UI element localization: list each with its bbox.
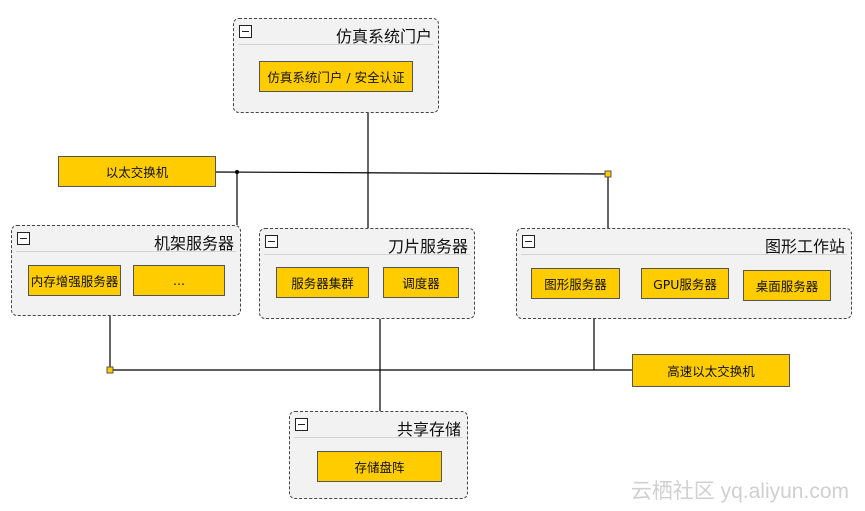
node-server-cluster[interactable]: 服务器集群 [276, 267, 369, 298]
group-header: 仿真系统门户 [238, 22, 434, 46]
highspeed-junction-square [106, 366, 114, 374]
group-title: 图形工作站 [764, 237, 845, 256]
minus-box-icon[interactable] [239, 25, 252, 38]
high-speed-ethernet-switch[interactable]: 高速以太交换机 [632, 354, 790, 387]
node-more[interactable]: ... [133, 265, 225, 296]
minus-box-icon[interactable] [265, 235, 278, 248]
group-title: 刀片服务器 [387, 237, 468, 256]
node-desktop-server[interactable]: 桌面服务器 [743, 270, 831, 301]
node-scheduler[interactable]: 调度器 [383, 267, 459, 298]
minus-box-icon[interactable] [17, 232, 30, 245]
group-header: 刀片服务器 [264, 232, 470, 256]
group-header: 机架服务器 [16, 229, 236, 253]
group-title: 共享存储 [396, 420, 461, 439]
node-portal-auth[interactable]: 仿真系统门户 / 安全认证 [259, 61, 413, 92]
group-title: 机架服务器 [153, 234, 234, 253]
node-gpu-server[interactable]: GPU服务器 [641, 268, 729, 299]
watermark-text: 云栖社区 yq.aliyun.com [630, 480, 849, 503]
ethernet-switch[interactable]: 以太交换机 [58, 156, 216, 187]
group-header: 图形工作站 [521, 232, 847, 256]
group-header: 共享存储 [294, 415, 463, 439]
ethernet-junction-dot [235, 170, 239, 174]
group-title: 仿真系统门户 [335, 27, 432, 46]
minus-box-icon[interactable] [295, 418, 308, 431]
node-memory-server[interactable]: 内存增强服务器 [28, 265, 121, 296]
minus-box-icon[interactable] [522, 235, 535, 248]
node-graphics-server[interactable]: 图形服务器 [531, 268, 620, 299]
ethernet-bus-line [214, 171, 609, 175]
node-storage-array[interactable]: 存储盘阵 [317, 451, 442, 482]
ethernet-junction-square [604, 170, 612, 178]
